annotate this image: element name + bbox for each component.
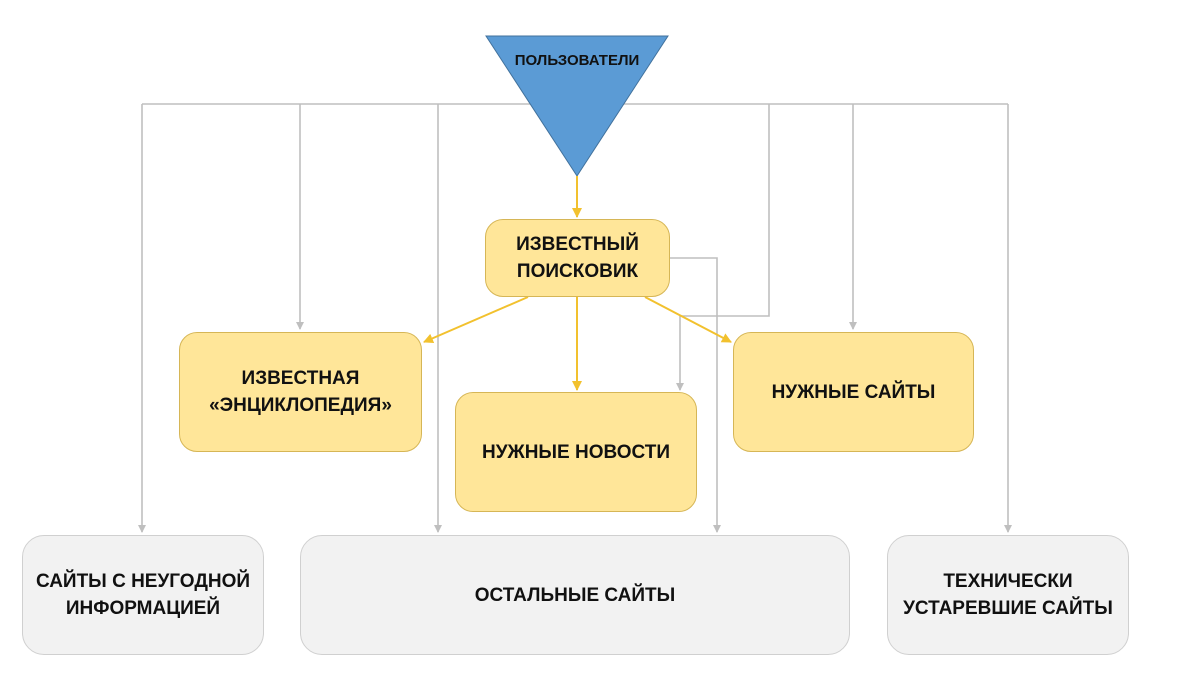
needed-news-box: НУЖНЫЕ НОВОСТИ xyxy=(455,392,697,512)
arrow-users-to-needed-news xyxy=(676,104,770,391)
search-engine-box: ИЗВЕСТНЫЙ ПОИСКОВИК xyxy=(485,219,670,297)
search-engine-label: ИЗВЕСТНЫЙ ПОИСКОВИК xyxy=(516,234,639,282)
bad-info-sites-label: САЙТЫ С НЕУГОДНОЙ ИНФОРМАЦИЕЙ xyxy=(35,571,251,619)
outdated-sites-label: ТЕХНИЧЕСКИ УСТАРЕВШИЕ САЙТЫ xyxy=(903,571,1113,619)
users-triangle xyxy=(485,35,669,177)
other-sites-label: ОСТАЛЬНЫЕ САЙТЫ xyxy=(474,584,676,606)
bad-info-sites-box: САЙТЫ С НЕУГОДНОЙ ИНФОРМАЦИЕЙ xyxy=(22,535,264,655)
search-flow-arrows xyxy=(423,176,732,391)
arrow-search-engine-to-needed-sites xyxy=(644,296,732,343)
encyclopedia-box: ИЗВЕСТНАЯ «ЭНЦИКЛОПЕДИЯ» xyxy=(179,332,422,452)
needed-sites-label: НУЖНЫЕ САЙТЫ xyxy=(771,381,936,403)
other-sites-box: ОСТАЛЬНЫЕ САЙТЫ xyxy=(300,535,850,655)
needed-news-label: НУЖНЫЕ НОВОСТИ xyxy=(481,441,671,463)
needed-sites-box: НУЖНЫЕ САЙТЫ xyxy=(733,332,974,452)
encyclopedia-label: ИЗВЕСТНАЯ «ЭНЦИКЛОПЕДИЯ» xyxy=(209,368,392,416)
arrow-search-engine-to-encyclopedia xyxy=(423,296,529,344)
outdated-sites-box: ТЕХНИЧЕСКИ УСТАРЕВШИЕ САЙТЫ xyxy=(887,535,1129,655)
users-label: ПОЛЬЗОВАТЕЛИ xyxy=(514,52,640,69)
arrow-search-engine-to-other-sites xyxy=(670,257,721,533)
